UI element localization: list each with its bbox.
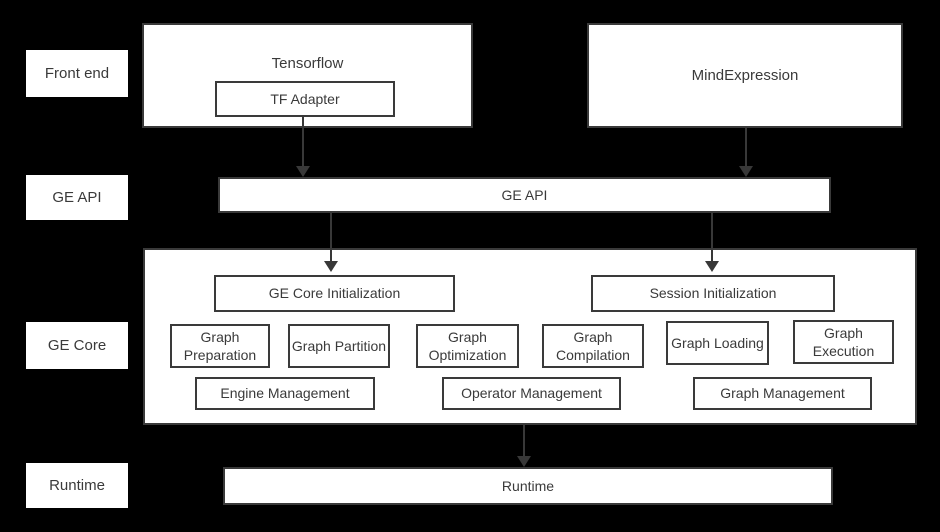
graph-management-box: Graph Management — [693, 377, 872, 410]
arrow-down-icon — [296, 166, 310, 177]
arrow-mindexpression-to-ge-api — [739, 128, 753, 177]
arrow-line — [523, 425, 525, 458]
layer-label-ge-api: GE API — [26, 175, 128, 220]
graph-preparation-box: Graph Preparation — [170, 324, 270, 368]
engine-management-box: Engine Management — [195, 377, 375, 410]
layer-label-ge-core: GE Core — [26, 322, 128, 369]
graph-execution-box: Graph Execution — [793, 320, 894, 364]
operator-management-box: Operator Management — [442, 377, 621, 410]
arrow-line — [711, 213, 713, 263]
arrow-tf-adapter-to-ge-api — [296, 115, 310, 177]
arrow-down-icon — [705, 261, 719, 272]
graph-compilation-box: Graph Compilation — [542, 324, 644, 368]
ge-core-initialization-box: GE Core Initialization — [214, 275, 455, 312]
arrow-down-icon — [517, 456, 531, 467]
arrow-down-icon — [739, 166, 753, 177]
arrow-line — [302, 115, 304, 168]
mindexpression-box: MindExpression — [587, 23, 903, 128]
arrow-line — [745, 128, 747, 168]
layer-label-front-end: Front end — [26, 50, 128, 97]
arrow-ge-api-to-ge-core-init — [324, 213, 338, 272]
ge-api-bar: GE API — [218, 177, 831, 213]
graph-optimization-box: Graph Optimization — [416, 324, 519, 368]
session-initialization-box: Session Initialization — [591, 275, 835, 312]
graph-partition-box: Graph Partition — [288, 324, 390, 368]
layer-label-runtime: Runtime — [26, 463, 128, 508]
tensorflow-label: Tensorflow — [271, 55, 344, 72]
graph-loading-box: Graph Loading — [666, 321, 769, 365]
arrow-ge-core-to-runtime — [517, 425, 531, 467]
arrow-down-icon — [324, 261, 338, 272]
ge-core-box: GE Core Initialization Session Initializ… — [143, 248, 917, 425]
arrow-line — [330, 213, 332, 263]
tensorflow-box: Tensorflow TF Adapter — [142, 23, 473, 128]
tf-adapter-box: TF Adapter — [215, 81, 395, 117]
runtime-bar: Runtime — [223, 467, 833, 505]
arrow-ge-api-to-session-init — [705, 213, 719, 272]
